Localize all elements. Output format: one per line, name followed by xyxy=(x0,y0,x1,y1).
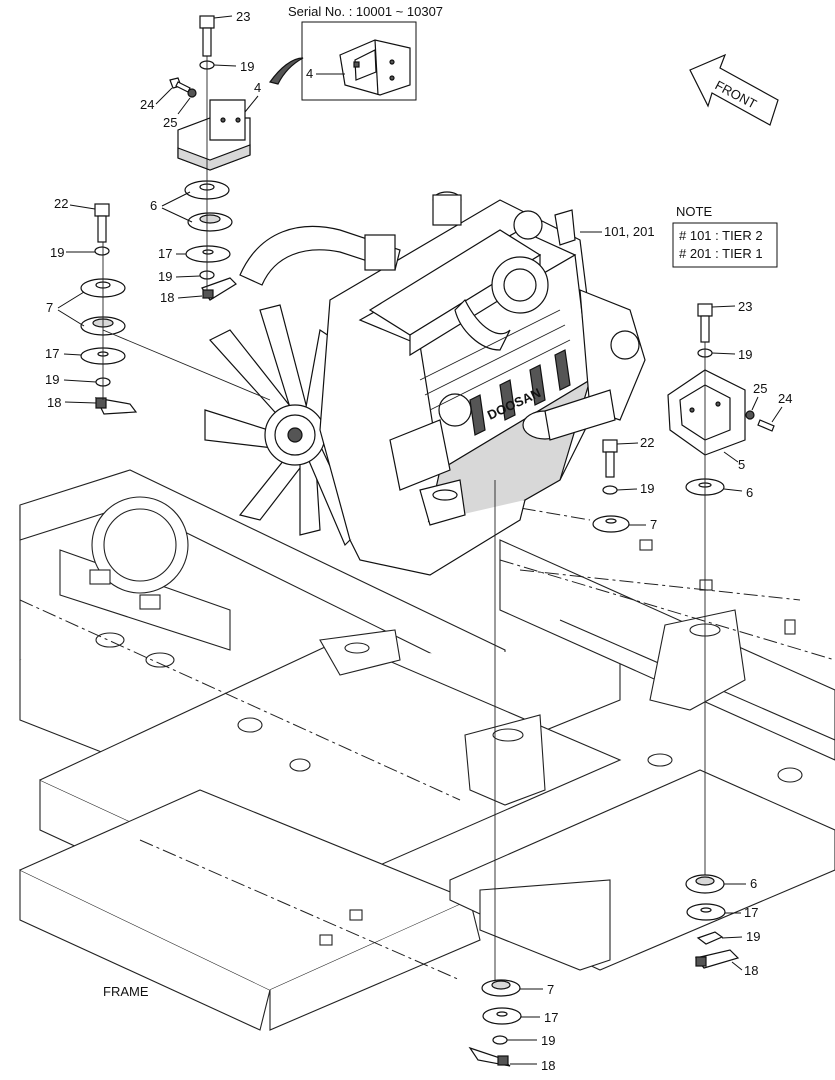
callout-17-lower-right: 17 xyxy=(744,905,758,920)
callout-17-left-a: 17 xyxy=(158,246,172,261)
callout-22-mid: 22 xyxy=(640,435,654,450)
engine-assembly: DOOSAN xyxy=(204,191,646,576)
frame-label: FRAME xyxy=(103,984,149,999)
callout-7-left: 7 xyxy=(46,300,53,315)
callout-19-top: 19 xyxy=(240,59,254,74)
callout-23-right: 23 xyxy=(738,299,752,314)
callout-18-bottom: 18 xyxy=(541,1058,555,1073)
callout-23-top: 23 xyxy=(236,9,250,24)
callout-19-bottom: 19 xyxy=(541,1033,555,1048)
callout-6-lower-right: 6 xyxy=(750,876,757,891)
callout-19-left-a: 19 xyxy=(50,245,64,260)
callout-19-left-b: 19 xyxy=(158,269,172,284)
callout-6-right: 6 xyxy=(746,485,753,500)
bottom-mount-hardware: 7 17 19 18 xyxy=(468,979,558,1073)
middle-mount-hardware: 22 19 7 xyxy=(494,435,657,990)
right-mount-hardware: 101, 201 23 19 5 25 24 6 xyxy=(580,224,792,875)
serial-number-label: Serial No. : 10001 ~ 10307 xyxy=(288,4,443,19)
serial-inset: Serial No. : 10001 ~ 10307 4 xyxy=(268,4,443,101)
callout-18-left-b: 18 xyxy=(47,395,61,410)
note-line-tier1: # 201 : TIER 1 xyxy=(679,246,763,261)
callout-19-lower-right: 19 xyxy=(746,929,760,944)
callout-19-left-c: 19 xyxy=(45,372,59,387)
callout-17-left-b: 17 xyxy=(45,346,59,361)
note-box: NOTE # 101 : TIER 2 # 201 : TIER 1 xyxy=(672,204,778,268)
left-mount-hardware: 22 19 7 17 19 18 xyxy=(45,196,271,415)
callout-24-right: 24 xyxy=(778,391,792,406)
inset-callout-4: 4 xyxy=(306,66,313,81)
callout-101-201: 101, 201 xyxy=(604,224,655,239)
callout-19-mid: 19 xyxy=(640,481,654,496)
callout-18-lower-right: 18 xyxy=(744,963,758,978)
callout-18-left-a: 18 xyxy=(160,290,174,305)
frame-structure xyxy=(19,469,835,1031)
cooling-fan xyxy=(204,304,361,547)
note-line-tier2: # 101 : TIER 2 xyxy=(679,228,763,243)
front-arrow-indicator: FRONT xyxy=(689,53,779,126)
callout-25-right: 25 xyxy=(753,381,767,396)
callout-7-bottom: 7 xyxy=(547,982,554,997)
callout-5-right: 5 xyxy=(738,457,745,472)
note-title: NOTE xyxy=(676,204,712,219)
callout-17-bottom: 17 xyxy=(544,1010,558,1025)
callout-19-right: 19 xyxy=(738,347,752,362)
callout-22-left: 22 xyxy=(54,196,68,211)
callout-7-mid: 7 xyxy=(650,517,657,532)
callout-25-left: 25 xyxy=(163,115,177,130)
front-mount-hardware-top: 23 19 24 25 4 6 17 19 xyxy=(140,9,261,305)
callout-6-left: 6 xyxy=(150,198,157,213)
callout-24-left: 24 xyxy=(140,97,154,112)
callout-4-main: 4 xyxy=(254,80,261,95)
lower-right-mount-hardware: 6 17 19 18 xyxy=(685,874,760,978)
